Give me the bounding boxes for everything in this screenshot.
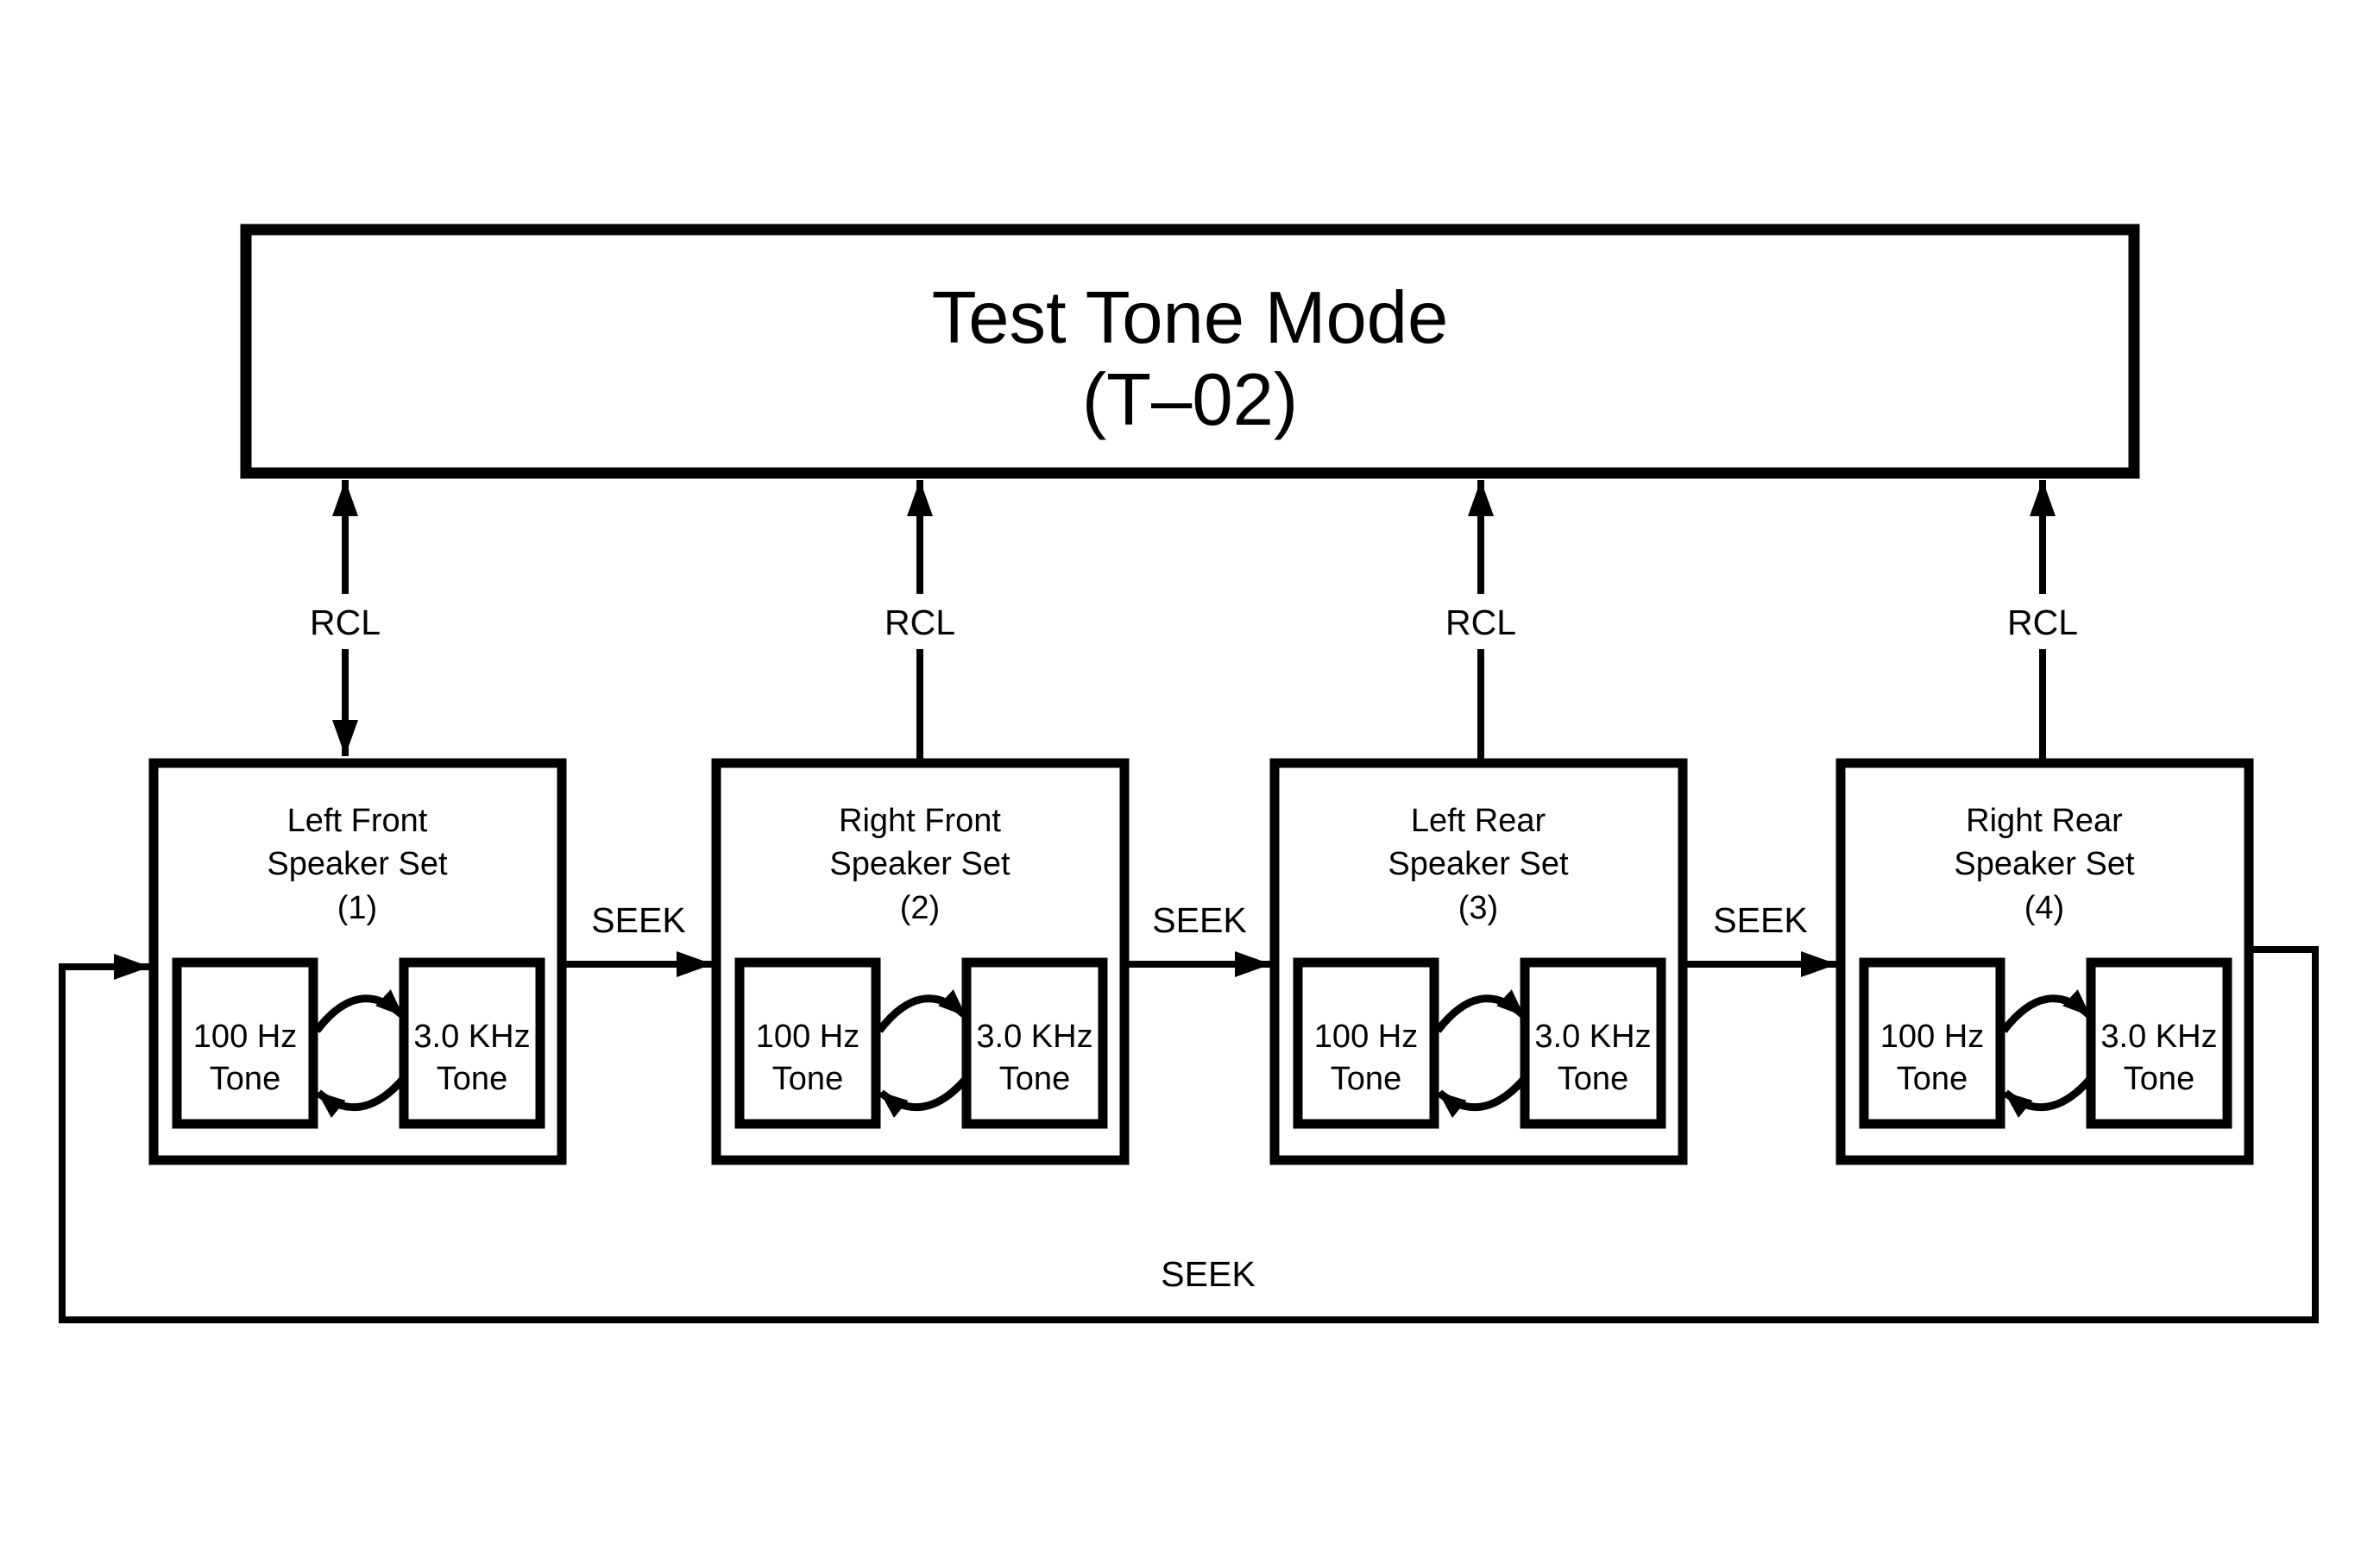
speaker-set-4-tone-3khz-line1: 3.0 KHz xyxy=(2100,1019,2217,1055)
speaker-set-1-tone-100hz-rect xyxy=(172,957,318,1129)
rcl-arrow-1: RCL xyxy=(310,480,381,756)
speaker-set-2-name-line2: Speaker Set xyxy=(829,846,1011,882)
seek-arrow-1-2: SEEK xyxy=(562,900,713,977)
seek-arrow-3-4: SEEK xyxy=(1683,900,1837,977)
speaker-set-3-cycle-arrow-top xyxy=(1434,989,1527,1033)
speaker-set-2-name-line1: Right Front xyxy=(839,803,1001,839)
speaker-set-4-tone-3khz-line2: Tone xyxy=(2124,1061,2194,1097)
seek-loop-4-1-label: SEEK xyxy=(1161,1254,1255,1294)
speaker-set-4-name-line2: Speaker Set xyxy=(1954,846,2135,882)
speaker-set-1-tone-3khz-line1: 3.0 KHz xyxy=(413,1019,530,1055)
speaker-set-1-name-line3: (1) xyxy=(337,890,377,926)
speaker-set-2-cycle-arrow-top xyxy=(876,989,968,1033)
speaker-set-3-cycle-arrow-bottom xyxy=(1437,1076,1527,1119)
rcl-arrow-4-label: RCL xyxy=(2007,603,2078,642)
speaker-set-2-name-line3: (2) xyxy=(900,890,940,926)
speaker-set-4-name-line1: Right Rear xyxy=(1966,803,2123,839)
speaker-set-1-tone-100hz-line2: Tone xyxy=(210,1061,280,1097)
speaker-set-3-name-line3: (3) xyxy=(1458,890,1498,926)
speaker-set-4-cycle-arrow-bottom xyxy=(2003,1076,2094,1119)
speaker-set-4-tone-100hz-line2: Tone xyxy=(1897,1061,1968,1097)
speaker-set-4-name-line3: (4) xyxy=(2024,890,2064,926)
speaker-set-3-tone-3khz-line1: 3.0 KHz xyxy=(1534,1019,1651,1055)
speaker-set-4-tone-100hz-rect xyxy=(1859,957,2005,1129)
speaker-set-1: Left Front Speaker Set (1) 100 Hz Tone 3… xyxy=(148,758,567,1165)
speaker-set-4-tone-3khz-rect xyxy=(2086,957,2232,1129)
speaker-set-2: Right Front Speaker Set (2) 100 Hz Tone … xyxy=(711,758,1130,1165)
speaker-set-1-name-line2: Speaker Set xyxy=(267,846,448,882)
speaker-set-2-tone-3khz-line2: Tone xyxy=(999,1061,1070,1097)
speaker-set-3-tone-3khz-line2: Tone xyxy=(1558,1061,1628,1097)
speaker-set-2-tone-100hz-rect xyxy=(734,957,881,1129)
speaker-set-2-tone-100hz-line1: 100 Hz xyxy=(756,1019,859,1055)
seek-arrow-3-4-label: SEEK xyxy=(1713,900,1807,940)
rcl-arrow-3-label: RCL xyxy=(1445,603,1516,642)
speaker-set-3-tone-3khz-rect xyxy=(1520,957,1666,1129)
speaker-set-3-tone-100hz-rect xyxy=(1293,957,1439,1129)
speaker-set-1-cycle-arrow-bottom xyxy=(316,1076,406,1119)
speaker-set-3-name-line2: Speaker Set xyxy=(1388,846,1569,882)
speaker-set-3-tone-100hz-line2: Tone xyxy=(1331,1061,1401,1097)
speaker-set-4-tone-100hz-line1: 100 Hz xyxy=(1880,1019,1984,1055)
seek-loop-4-1-line xyxy=(59,946,2319,1323)
speaker-set-4: Right Rear Speaker Set (4) 100 Hz Tone 3… xyxy=(1835,758,2254,1165)
speaker-set-3-name-line1: Left Rear xyxy=(1411,803,1546,839)
speaker-set-1-cycle-arrow-top xyxy=(313,989,406,1033)
title-line2: (T–02) xyxy=(1082,359,1298,441)
speaker-set-1-tone-3khz-line2: Tone xyxy=(437,1061,507,1097)
speaker-set-1-tone-3khz-rect xyxy=(399,957,545,1129)
speaker-set-3: Left Rear Speaker Set (3) 100 Hz Tone 3.… xyxy=(1269,758,1688,1165)
speaker-set-2-tone-3khz-line1: 3.0 KHz xyxy=(976,1019,1092,1055)
seek-arrow-2-3: SEEK xyxy=(1124,900,1271,977)
speaker-set-2-cycle-arrow-bottom xyxy=(878,1076,969,1119)
speaker-set-1-tone-100hz-line1: 100 Hz xyxy=(193,1019,297,1055)
seek-loop-4-1: SEEK xyxy=(59,946,2319,1323)
speaker-set-1-name-line1: Left Front xyxy=(287,803,428,839)
seek-arrow-1-2-label: SEEK xyxy=(591,900,685,940)
title-box-rect xyxy=(240,224,2140,479)
speaker-set-2-tone-100hz-line2: Tone xyxy=(772,1061,843,1097)
speaker-set-2-tone-3khz-rect xyxy=(961,957,1108,1129)
rcl-arrow-3: RCL xyxy=(1445,480,1516,763)
seek-arrow-2-3-label: SEEK xyxy=(1152,900,1246,940)
title-line1: Test Tone Mode xyxy=(932,277,1449,359)
rcl-arrow-2: RCL xyxy=(885,480,955,763)
speaker-set-4-cycle-arrow-top xyxy=(2000,989,2093,1033)
title-box: Test Tone Mode (T–02) xyxy=(240,224,2140,479)
rcl-arrow-1-label: RCL xyxy=(310,603,381,642)
speaker-set-3-tone-100hz-line1: 100 Hz xyxy=(1314,1019,1418,1055)
rcl-arrow-4: RCL xyxy=(2007,480,2078,763)
rcl-arrow-2-label: RCL xyxy=(885,603,955,642)
